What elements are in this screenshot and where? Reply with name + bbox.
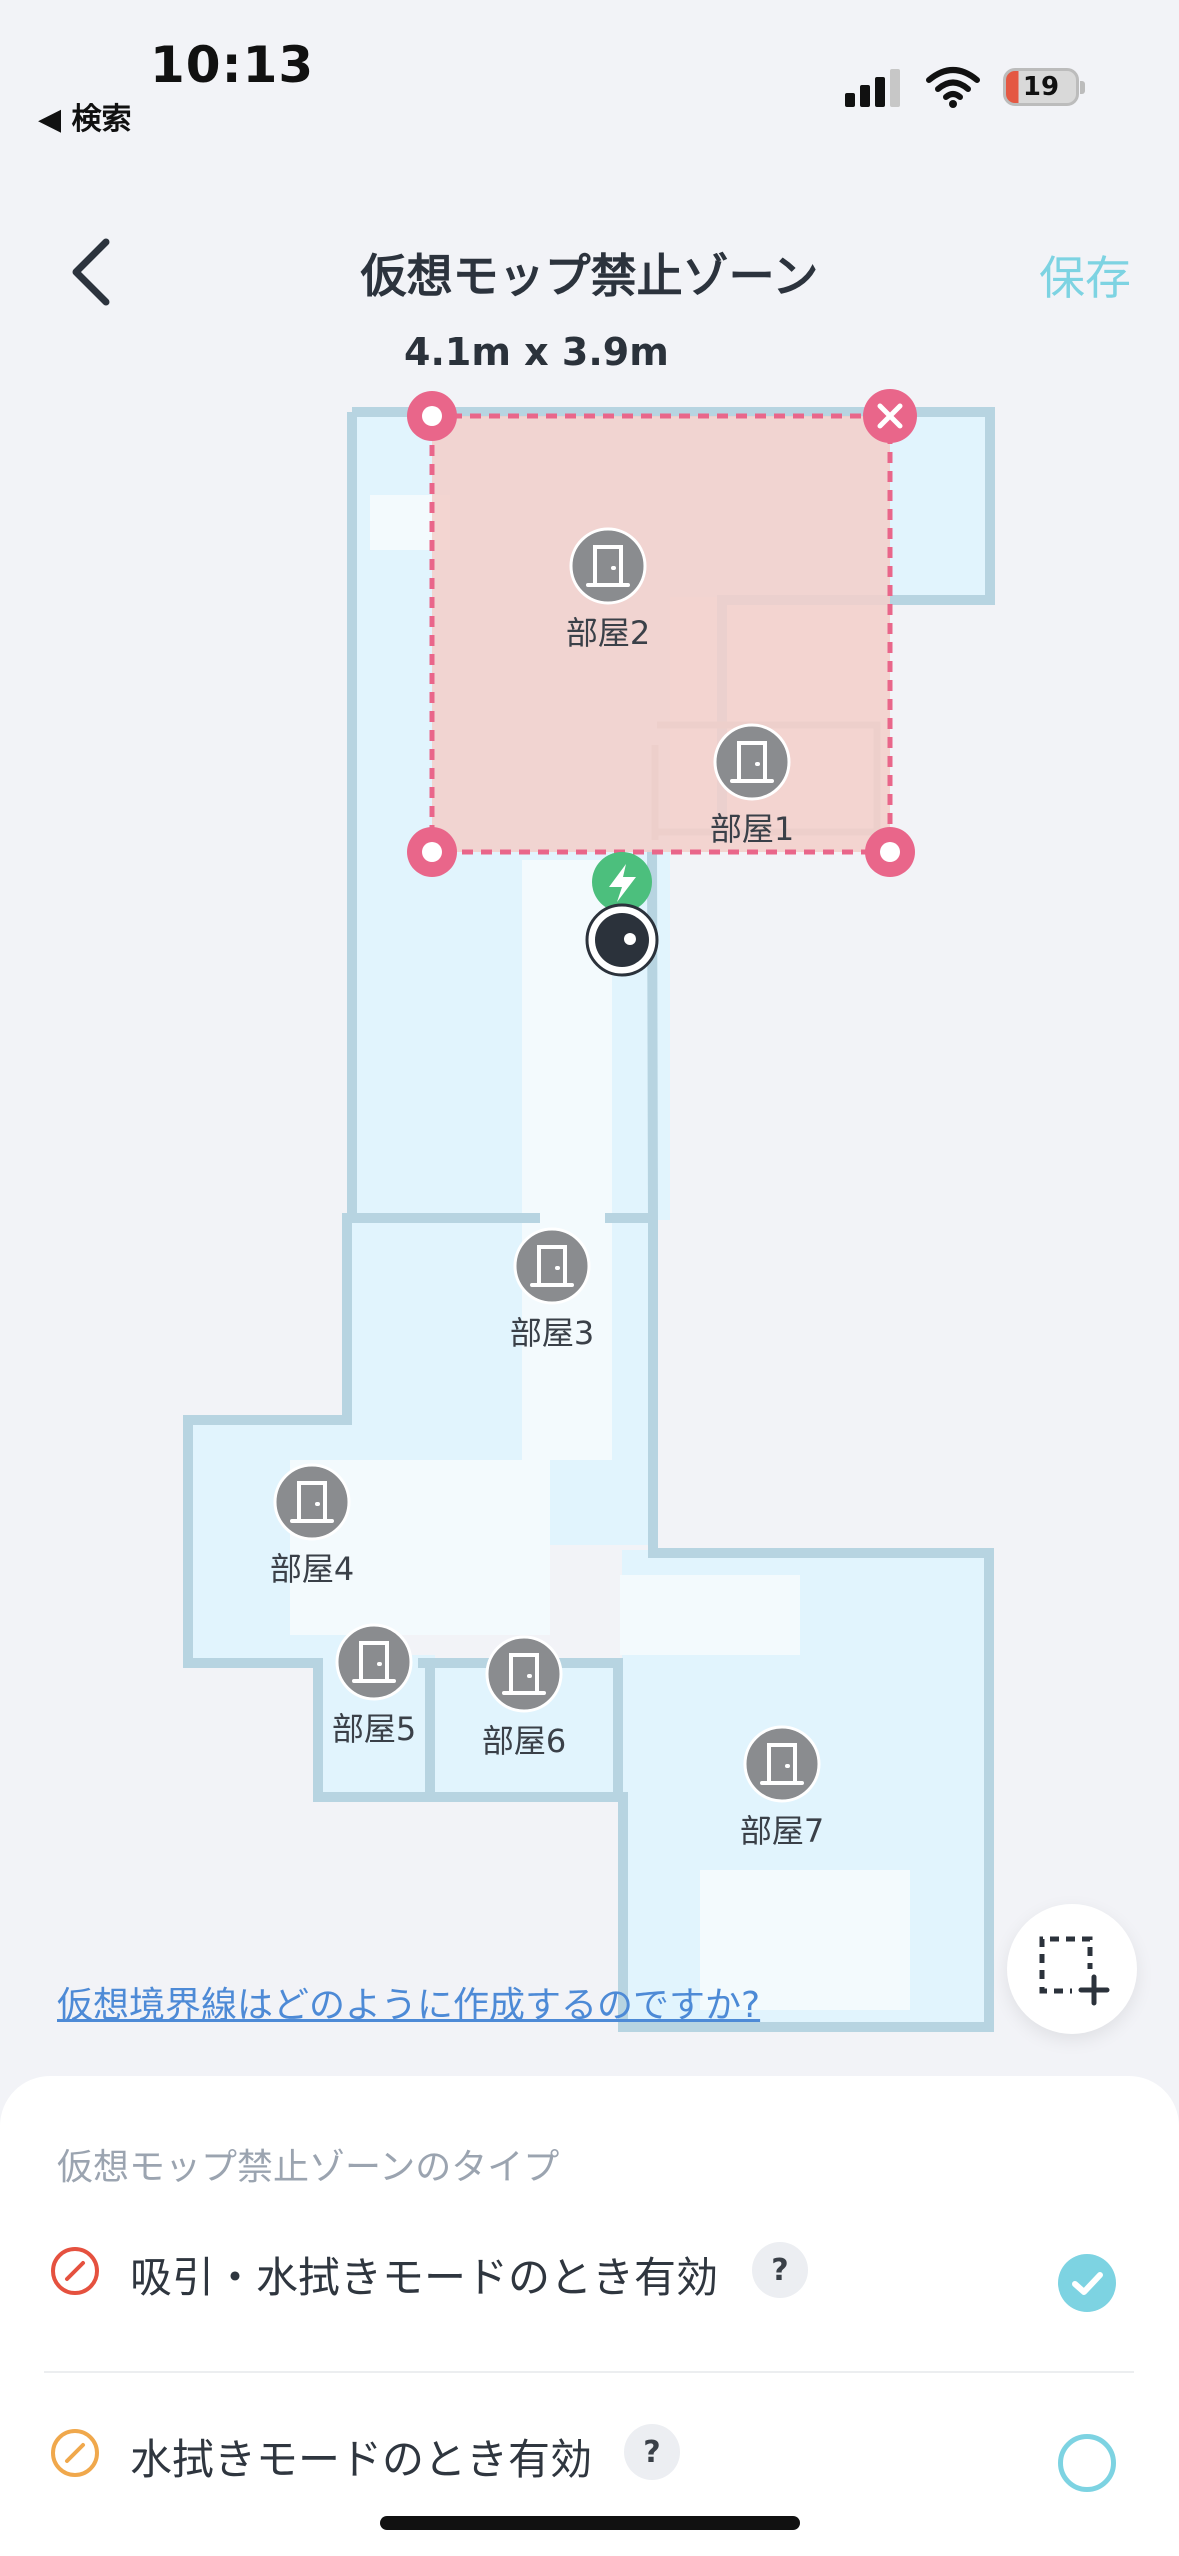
option-divider [44, 2371, 1134, 2373]
zone-dimensions: 4.1m x 3.9m [404, 330, 669, 374]
wifi-icon [926, 67, 980, 108]
battery-level: 19 [1022, 72, 1060, 102]
door-icon [730, 741, 774, 783]
no-mop-zone-area[interactable] [429, 413, 893, 855]
room-marker[interactable]: 部屋3 [510, 1227, 594, 1352]
door-icon [530, 1245, 574, 1287]
save-button[interactable]: 保存 [1039, 251, 1131, 305]
radio-selected[interactable] [1058, 2254, 1116, 2312]
floor-map[interactable]: 部屋2 部屋1 部屋3 部屋4 部屋5 部屋6 部屋7 [0, 370, 1179, 2050]
chevron-left-icon [72, 238, 110, 306]
status-back-to-search[interactable]: ◀ 検索 [38, 102, 132, 137]
no-entry-orange-icon [51, 2429, 99, 2477]
room-marker[interactable]: 部屋6 [482, 1635, 566, 1760]
home-indicator [380, 2516, 800, 2530]
room-label: 部屋2 [566, 614, 650, 652]
room-marker-badge [569, 527, 647, 605]
door-icon [290, 1481, 334, 1523]
cellular-signal-icon [845, 69, 900, 107]
room-label: 部屋3 [510, 1314, 594, 1352]
help-icon[interactable]: ? [624, 2424, 680, 2480]
room-marker-badge [743, 1725, 821, 1803]
room-marker[interactable]: 部屋4 [270, 1463, 354, 1588]
zone-type-option-mop-only[interactable]: 水拭きモードのとき有効 ? [0, 2388, 1179, 2518]
status-indicators: 19 [845, 64, 1085, 110]
door-icon [586, 545, 630, 587]
door-icon [352, 1641, 396, 1683]
zone-type-label: 吸引・水拭きモードのとき有効 [130, 2253, 719, 2302]
zone-handle-bottom-right-center [880, 842, 900, 862]
room-marker-badge [513, 1227, 591, 1305]
zone-handle-top-left-center [422, 406, 442, 426]
battery-icon: 19 [1003, 68, 1085, 106]
radio-unselected[interactable] [1058, 2434, 1116, 2492]
help-icon[interactable]: ? [752, 2242, 808, 2298]
zone-type-title: 仮想モップ禁止ゾーンのタイプ [57, 2147, 560, 2188]
zone-delete-button[interactable] [863, 389, 917, 443]
room-label: 部屋7 [740, 1812, 824, 1850]
room-marker-badge [485, 1635, 563, 1713]
room-marker[interactable]: 部屋5 [332, 1623, 416, 1748]
add-zone-button[interactable] [1007, 1904, 1137, 2034]
page-title: 仮想モップ禁止ゾーン [360, 249, 819, 303]
door-icon [760, 1743, 804, 1785]
room-marker[interactable]: 部屋7 [740, 1725, 824, 1850]
room-markers: 部屋2 部屋1 部屋3 部屋4 部屋5 部屋6 部屋7 [270, 527, 824, 1850]
room-marker-badge [335, 1623, 413, 1701]
room-marker[interactable]: 部屋1 [710, 723, 794, 848]
door-icon [502, 1653, 546, 1695]
map-corridor [290, 495, 910, 2010]
charging-dock-icon [592, 852, 652, 912]
zone-type-label: 水拭きモードのとき有効 [130, 2435, 593, 2484]
room-marker-badge [713, 723, 791, 801]
virtual-boundary-help-link[interactable]: 仮想境界線はどのように作成するのですか? [57, 1985, 761, 2026]
zone-type-sheet [0, 2076, 1179, 2556]
zone-handle-bottom-left-center [422, 842, 442, 862]
status-time: 10:13 [150, 36, 315, 94]
robot-vacuum-icon [585, 903, 659, 977]
close-icon [877, 403, 903, 429]
room-label: 部屋6 [482, 1722, 566, 1760]
room-marker[interactable]: 部屋2 [566, 527, 650, 652]
room-label: 部屋4 [270, 1550, 354, 1588]
zone-type-option-vacuum-and-mop[interactable]: 吸引・水拭きモードのとき有効 ? [0, 2208, 1179, 2338]
back-button[interactable] [62, 236, 122, 308]
room-label: 部屋5 [332, 1710, 416, 1748]
room-marker-badge [273, 1463, 351, 1541]
room-label: 部屋1 [710, 810, 794, 848]
check-icon [1072, 2272, 1103, 2295]
add-zone-icon [1039, 1936, 1110, 2006]
no-entry-red-icon [51, 2247, 99, 2295]
